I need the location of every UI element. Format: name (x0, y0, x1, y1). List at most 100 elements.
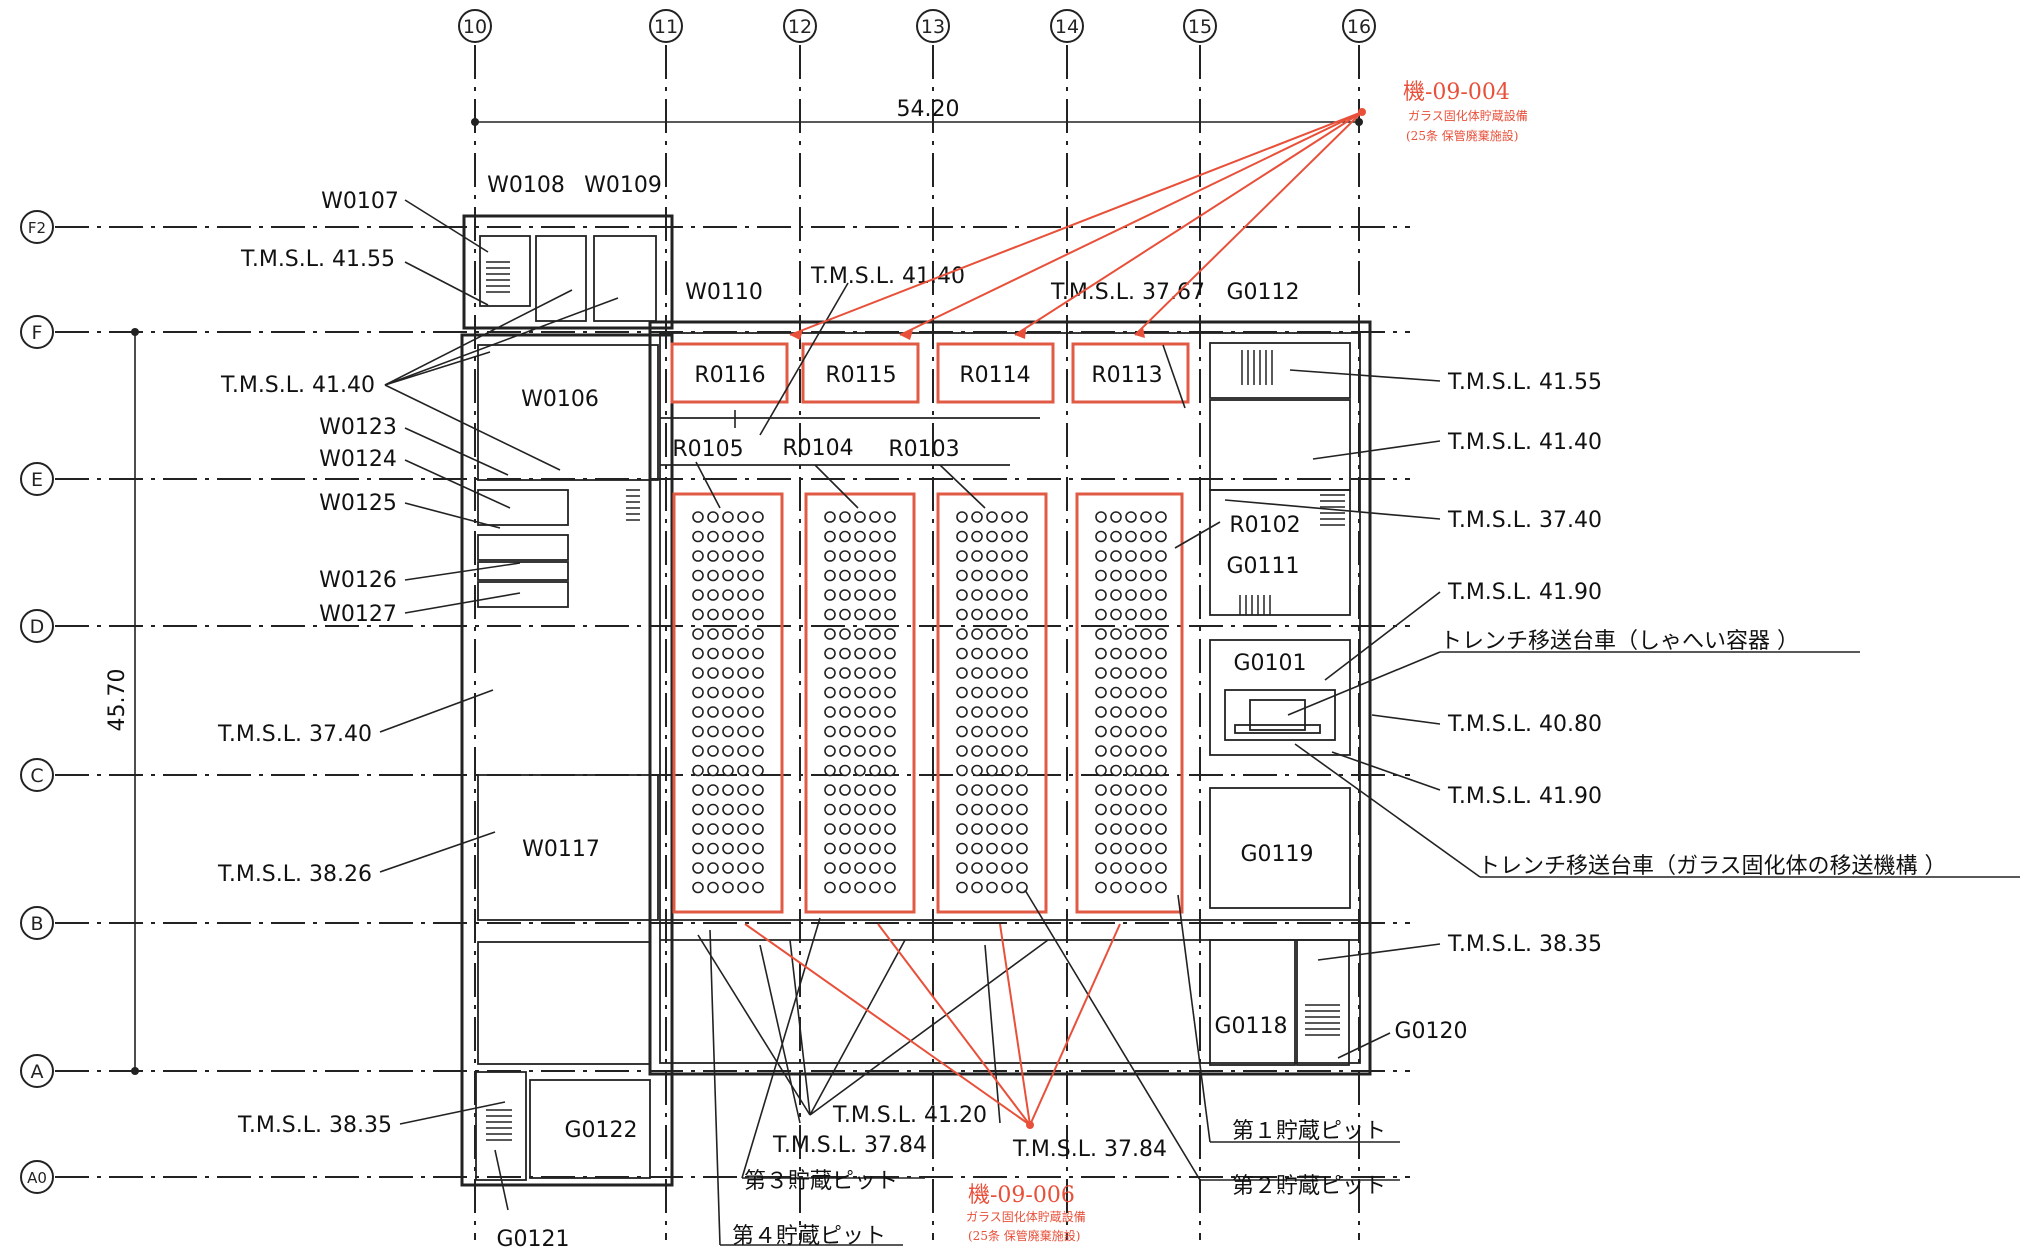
pit-1-hole (1110, 511, 1122, 523)
room-R0104-label: R0104 (782, 436, 853, 461)
room-W0123-label: W0123 (319, 415, 397, 440)
pit-2-hole (1001, 686, 1013, 699)
pit-4-hole (692, 803, 704, 816)
pit-3-hole (824, 784, 836, 796)
pit-3-outline (804, 492, 916, 914)
pit-1-hole (1095, 764, 1107, 777)
pit-1-hole (1125, 881, 1137, 894)
pit-2-hole (1001, 706, 1013, 718)
pit-2-hole (971, 608, 983, 621)
pit-4-hole (722, 589, 734, 601)
grid-bubble-15: 15 (1183, 9, 1217, 43)
pit-1-hole (1095, 608, 1107, 621)
pit-1-hole (1095, 842, 1107, 855)
pit-4-hole (692, 745, 704, 757)
pit-4-hole (692, 764, 704, 777)
pit-4-hole (722, 569, 734, 582)
pit-2-hole (956, 862, 968, 874)
pit-3-hole (869, 803, 881, 816)
pit-2-hole (971, 511, 983, 523)
pit-3-hole (839, 550, 851, 562)
pit-1-hole (1155, 803, 1167, 816)
pit-4-hole (752, 686, 764, 699)
pit-1-hole (1095, 725, 1107, 738)
room-G0121-label: G0121 (496, 1227, 569, 1252)
pit-4-hole (692, 667, 704, 679)
pit-2-hole (986, 881, 998, 894)
pit-3-hole (884, 784, 896, 796)
pit-1-hole (1125, 569, 1137, 582)
pit-4-hole (752, 784, 764, 796)
pit-1-hole (1140, 589, 1152, 601)
room-R0114-label: R0114 (959, 363, 1030, 388)
pit-1-hole (1125, 823, 1137, 835)
pit-1-hole (1110, 686, 1122, 699)
pit-4-hole (752, 550, 764, 562)
room-G0101-label: G0101 (1233, 651, 1306, 676)
pit-2-hole (956, 569, 968, 582)
pit-1-hole (1140, 862, 1152, 874)
pit-1-hole (1140, 823, 1152, 835)
room-G0111-label: G0111 (1226, 554, 1299, 579)
pit-1-hole (1095, 511, 1107, 523)
level-labels: T.M.S.L. 41.55 T.M.S.L. 41.40 T.M.S.L. 3… (217, 247, 1602, 1162)
grid-bubble-F2: F2 (20, 210, 54, 244)
pit-4-hole (752, 745, 764, 757)
room-R0114-outline (936, 342, 1055, 404)
pit-2-hole (986, 686, 998, 699)
pit-2-hole (956, 686, 968, 699)
pit-1-hole (1140, 764, 1152, 777)
pit-1-hole (1110, 881, 1122, 894)
pit-2-hole (956, 706, 968, 718)
level-41-40-right: T.M.S.L. 41.40 (1447, 430, 1602, 455)
pit-3-hole (884, 667, 896, 679)
pit-1-hole (1095, 745, 1107, 757)
grid-bubble-A0: A0 (20, 1160, 54, 1194)
trench-cart-mechanism-label: トレンチ移送台車（ガラス固化体の移送機構 ） (1478, 854, 1947, 879)
pit-4-hole (692, 628, 704, 640)
pit-1-hole (1155, 784, 1167, 796)
pit-1-hole (1140, 842, 1152, 855)
room-R0113-outline (1071, 342, 1190, 404)
grid-bubble-A: A (20, 1054, 54, 1088)
pit-2-hole (986, 667, 998, 679)
pit-4-hole (707, 784, 719, 796)
pit-4-hole (707, 803, 719, 816)
pit-3-hole (824, 745, 836, 757)
room-R0103-label: R0103 (888, 437, 959, 462)
pit-2-hole (971, 842, 983, 855)
pit-1-hole (1095, 803, 1107, 816)
pit-1-hole (1110, 608, 1122, 621)
pit-3-hole (839, 784, 851, 796)
pit-1-hole (1140, 569, 1152, 582)
pit-2-hole (1001, 628, 1013, 640)
pit-3-hole (854, 803, 866, 816)
pit-2-hole (956, 764, 968, 777)
pit-2-hole (986, 569, 998, 582)
pit-3-hole (884, 589, 896, 601)
pit-3-hole (884, 608, 896, 621)
pit-1-hole (1125, 550, 1137, 562)
grid-label-E: E (31, 469, 43, 491)
grid-bubble-13: 13 (916, 9, 950, 43)
pit-3-hole (884, 511, 896, 523)
pit-1-hole (1155, 628, 1167, 640)
level-41-55-right: T.M.S.L. 41.55 (1447, 370, 1602, 395)
annotation-bottom-line2: (25条 保管廃棄施設) (968, 1228, 1080, 1243)
pit-3-hole (839, 823, 851, 835)
pit-4-hole (707, 589, 719, 601)
level-37-84-bottom-b: T.M.S.L. 37.84 (1012, 1137, 1167, 1162)
pit-3-hole (869, 569, 881, 582)
pit-2-hole (986, 628, 998, 640)
annotation-top: 機-09-004 ガラス固化体貯蔵設備 (25条 保管廃棄施設) (789, 80, 1528, 340)
pit-2-hole (986, 862, 998, 874)
grid-rows: F2 F E D C B A A0 (20, 210, 1410, 1194)
pit-4-hole (707, 725, 719, 738)
pit-1-hole (1110, 823, 1122, 835)
level-37-67-top: T.M.S.L. 37.67 (1050, 280, 1205, 305)
pit-4-hole (737, 862, 749, 874)
pit-3-hole (884, 647, 896, 660)
pit-2-hole (1001, 725, 1013, 738)
pit-1-hole (1125, 803, 1137, 816)
